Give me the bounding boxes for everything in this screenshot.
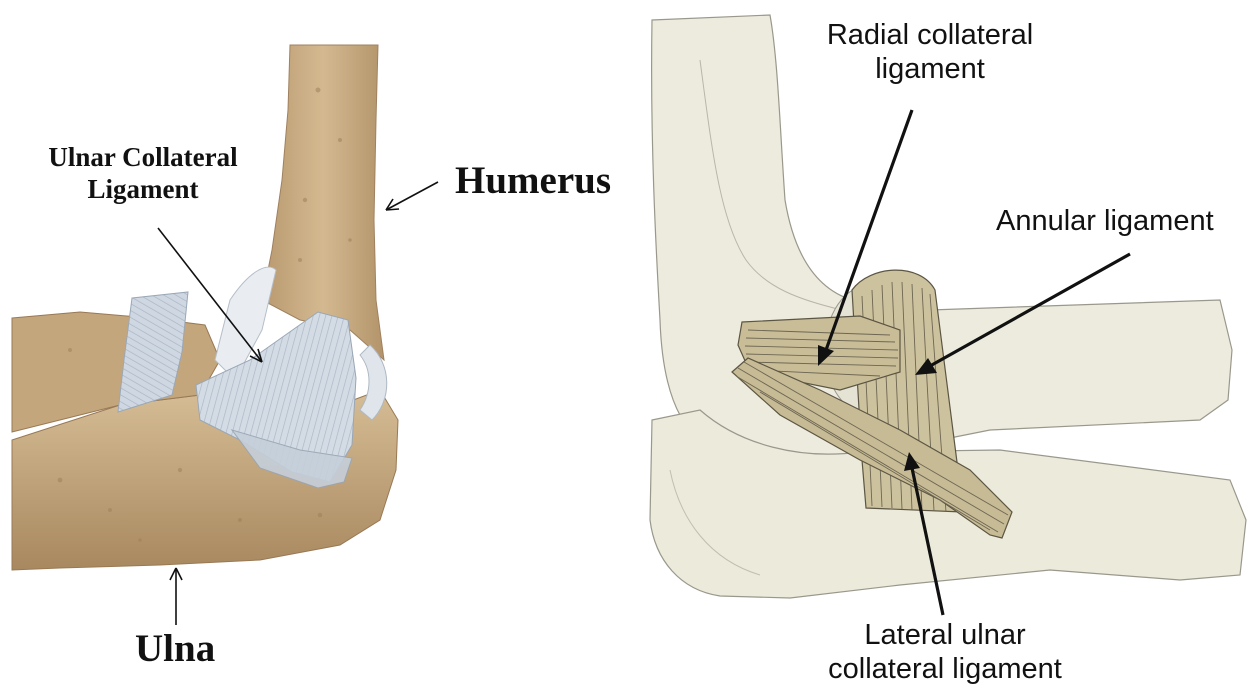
- annular-ligament-label: Annular ligament: [996, 204, 1214, 238]
- ucl-label-line1: Ulnar Collateral: [28, 142, 258, 174]
- humerus-label: Humerus: [455, 158, 611, 204]
- lateral-label-line2: collateral ligament: [810, 652, 1080, 686]
- humerus-leader-line: [386, 182, 438, 210]
- radial-label-line1: Radial collateral: [800, 18, 1060, 52]
- radial-collateral-label: Radial collateral ligament: [800, 18, 1060, 86]
- right-anatomy-illustration: [650, 15, 1246, 598]
- left-anatomy-illustration: [12, 45, 398, 570]
- lateral-label-line1: Lateral ulnar: [810, 618, 1080, 652]
- ucl-label-line2: Ligament: [28, 174, 258, 206]
- lateral-ulnar-label: Lateral ulnar collateral ligament: [810, 618, 1080, 686]
- radial-label-line2: ligament: [800, 52, 1060, 86]
- humerus-bone: [262, 45, 384, 360]
- ucl-label: Ulnar Collateral Ligament: [28, 142, 258, 206]
- ulna-label: Ulna: [135, 626, 215, 672]
